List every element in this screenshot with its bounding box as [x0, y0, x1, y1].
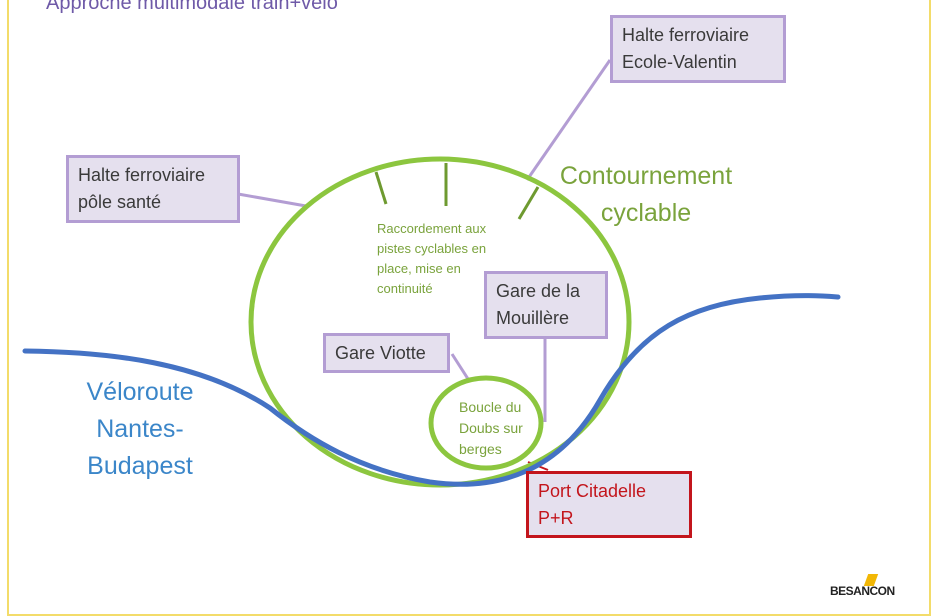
veloroute-line [22, 293, 841, 487]
box-line: Gare de la [496, 281, 581, 301]
label-line: place, mise en [377, 261, 461, 276]
box-line: Halte ferroviaire [78, 165, 206, 185]
box-halte-pole-sante: Halte ferroviaire pôle santé [66, 155, 240, 223]
label-line: continuité [377, 281, 433, 296]
connector-pole-sante [237, 192, 307, 208]
label-line: Raccordement aux [377, 221, 487, 236]
boucle-loop [428, 375, 544, 471]
slide-title: Approche multimodale train+vélo [46, 0, 338, 14]
diagram-canvas [22, 59, 841, 488]
box-line: Mouillère [496, 308, 570, 328]
label-line: Contournement [559, 162, 733, 190]
label-line: Véloroute [86, 378, 194, 406]
label-raccordement: Raccordement aux pistes cyclables en pla… [377, 219, 486, 299]
label-line: Boucle du [459, 399, 522, 415]
connector-ecole-valentin [525, 59, 612, 181]
box-line: Port Citadelle [538, 481, 647, 501]
box-gare-mouillere: Gare de la Mouillère [484, 271, 608, 339]
label-line: pistes cyclables en [377, 241, 487, 256]
label-contournement-cyclable: Contournement cyclable [542, 158, 750, 232]
connection-tick-1 [374, 171, 388, 205]
label-line: berges [459, 441, 502, 457]
connector-viotte [450, 353, 472, 383]
label-line: cyclable [600, 199, 692, 227]
box-gare-viotte: Gare Viotte [323, 333, 450, 373]
label-line: Nantes- [96, 415, 184, 443]
label-line: Doubs sur [459, 420, 523, 436]
besancon-logo: BESANCON [830, 584, 895, 598]
box-line: P+R [538, 508, 574, 528]
box-halte-ecole-valentin: Halte ferroviaire Ecole-Valentin [610, 15, 786, 83]
box-line: Ecole-Valentin [622, 52, 737, 72]
label-veloroute: Véloroute Nantes- Budapest [60, 374, 220, 485]
label-boucle-du-doubs: Boucle du Doubs sur berges [459, 397, 523, 460]
box-line: pôle santé [78, 192, 162, 212]
box-line: Halte ferroviaire [622, 25, 750, 45]
box-line: Gare Viotte [335, 343, 426, 363]
label-line: Budapest [87, 452, 193, 480]
connection-tick-3 [517, 186, 540, 220]
box-port-citadelle: Port Citadelle P+R [526, 471, 692, 538]
